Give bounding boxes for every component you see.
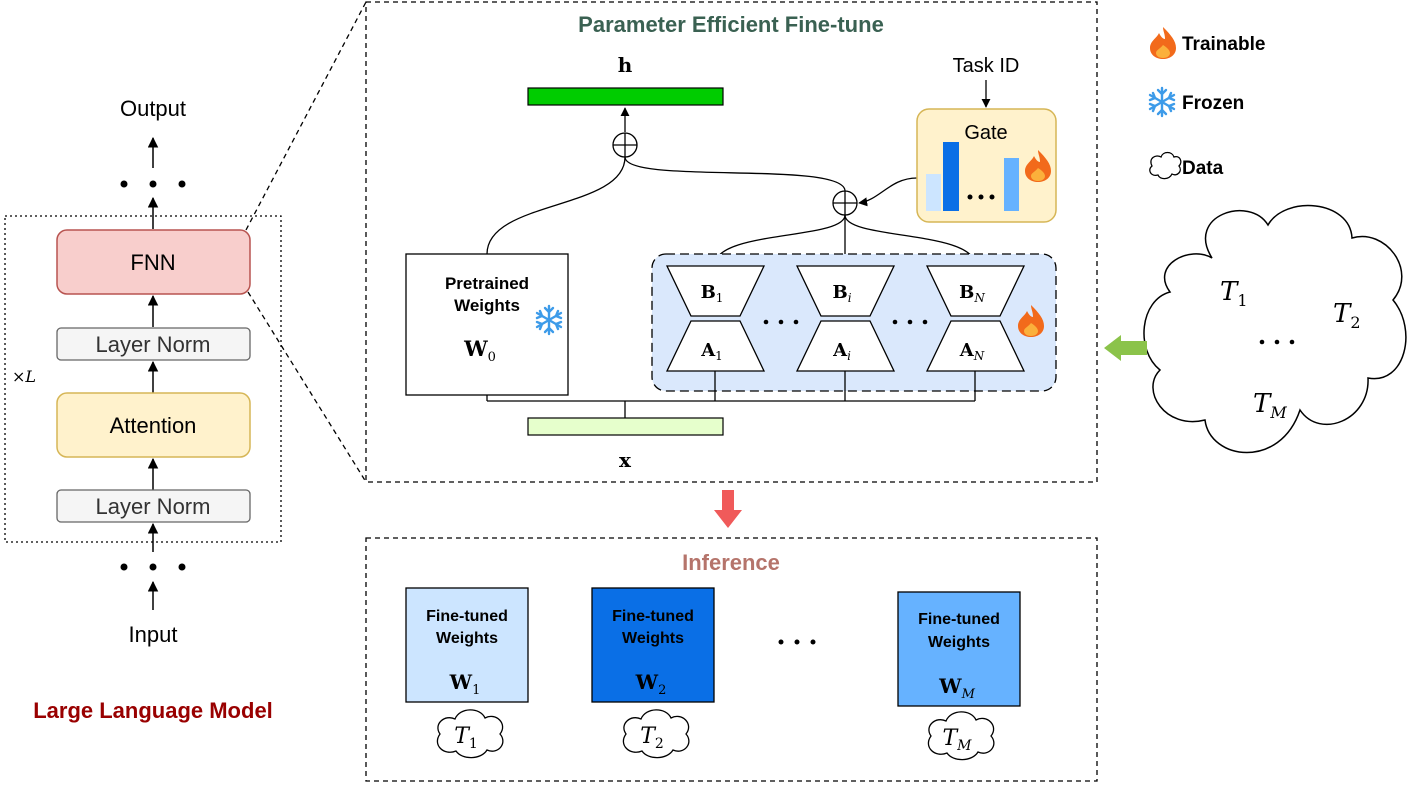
inference-title: Inference <box>682 550 780 575</box>
adapter-1-a-label: A1 <box>700 340 723 363</box>
adapter-n-a-label: AN <box>959 340 985 363</box>
adapter-i: Bi Ai <box>795 265 896 372</box>
adapter-i-a <box>795 320 896 372</box>
legend-cloud-icon <box>1149 151 1182 180</box>
gate-bar-3 <box>1004 158 1019 211</box>
pretrained-line2: Weights <box>454 296 520 315</box>
ellipsis-bottom <box>120 563 186 571</box>
gate-fire-icon <box>1025 150 1051 182</box>
attention-block <box>56 392 251 458</box>
llm-output-label: Output <box>120 96 186 121</box>
card-2-line2: Weights <box>622 630 684 647</box>
gate-bar-1 <box>926 174 941 211</box>
adapter-n-b <box>925 265 1026 317</box>
adapter-i-b <box>795 265 896 317</box>
data-cloud: T1 T2 TM <box>1143 204 1407 454</box>
adapter-n: BN AN <box>925 265 1026 372</box>
gate-ellipsis <box>967 194 995 200</box>
cloud-task-m: TM <box>1253 389 1287 422</box>
card-1-line2: Weights <box>436 630 498 647</box>
gate-bar-2 <box>943 142 959 211</box>
card-m-line2: Weights <box>928 634 990 651</box>
legend-trainable: Trainable <box>1182 34 1265 55</box>
gate-label: Gate <box>964 122 1007 144</box>
repeat-label: ×L <box>12 367 36 386</box>
adapter-fire-icon <box>1018 305 1044 337</box>
adapter-1-b-label: B1 <box>701 282 724 305</box>
cloud-ellipsis <box>1259 339 1295 345</box>
pretrained-symbol: W0 <box>463 336 496 365</box>
attention-label: Attention <box>110 413 197 438</box>
x-label: x <box>619 448 632 472</box>
card-m-line1: Fine-tuned <box>918 611 1000 628</box>
card-m-symbol: WM <box>938 674 975 702</box>
card-1-task-cloud <box>436 709 504 759</box>
inference-panel: Inference Fine-tuned Weights W1 T1 Fine-… <box>365 537 1098 782</box>
data-cloud-shape <box>1143 204 1407 454</box>
x-bar <box>527 417 724 436</box>
h-label: h <box>618 53 633 77</box>
to-inference-arrow <box>714 490 742 528</box>
adapter-1: B1 A1 <box>665 265 766 372</box>
card-2-line1: Fine-tuned <box>612 608 694 625</box>
legend-data: Data <box>1182 158 1224 179</box>
gate-to-sum-arrow <box>858 177 918 207</box>
adapter-i-a-label: Ai <box>832 340 851 363</box>
peft-title: Parameter Efficient Fine-tune <box>578 12 884 37</box>
card-1-line1: Fine-tuned <box>426 608 508 625</box>
task-id-label: Task ID <box>953 55 1020 77</box>
zoom-line-bottom <box>247 291 367 483</box>
adapter-n-b-label: BN <box>959 282 985 305</box>
finetuned-card-2 <box>591 587 715 703</box>
finetuned-card-m <box>897 591 1021 707</box>
card-m-task: TM <box>942 726 972 754</box>
pretrained-snowflake-icon <box>535 304 563 336</box>
adapter-1-b <box>665 265 766 317</box>
peft-panel: Parameter Efficient Fine-tune h Task ID … <box>365 1 1098 483</box>
sum-node-adapters <box>832 190 858 216</box>
adapter-i-b-label: Bi <box>832 282 851 305</box>
card-m-task-cloud <box>927 711 995 761</box>
llm-repeat-frame <box>4 215 282 543</box>
layer-norm-top-block <box>56 327 251 361</box>
inference-ellipsis <box>778 639 816 645</box>
fnn-label: FNN <box>130 250 175 275</box>
ellipsis-top <box>120 180 186 188</box>
finetuned-card-1 <box>405 587 529 703</box>
adapter-n-a <box>925 320 1026 372</box>
layer-norm-bottom-label: Layer Norm <box>96 494 211 519</box>
card-1-symbol: W1 <box>449 670 481 698</box>
h-bar <box>527 87 724 106</box>
card-2-task-cloud <box>622 709 690 759</box>
layer-norm-top-label: Layer Norm <box>96 332 211 357</box>
llm-input-label: Input <box>129 622 178 647</box>
legend-fire-icon <box>1150 27 1176 59</box>
cloud-task-2: T2 <box>1333 299 1361 332</box>
adapter-1-a <box>665 320 766 372</box>
llm-column: Output FNN Layer Norm Attention Layer No… <box>4 96 282 723</box>
layer-norm-bottom-block <box>56 489 251 523</box>
legend-frozen: Frozen <box>1182 93 1244 114</box>
card-1-task: T1 <box>454 724 478 752</box>
pretrained-to-sum-link <box>486 156 626 255</box>
sum-node-top <box>612 132 638 158</box>
peft-frame <box>365 1 1098 483</box>
cloud-task-1: T1 <box>1220 277 1248 310</box>
legend: Trainable Frozen Data <box>1148 27 1265 180</box>
data-flow-arrow <box>1104 335 1147 361</box>
fnn-block <box>56 229 251 295</box>
adapter-ellipsis-1 <box>763 319 799 325</box>
input-bus <box>486 371 976 418</box>
adapter-ellipsis-2 <box>892 319 928 325</box>
card-2-task: T2 <box>640 724 664 752</box>
zoom-line-top <box>245 1 367 231</box>
card-2-symbol: W2 <box>635 670 667 698</box>
legend-snowflake-icon <box>1148 86 1176 118</box>
llm-caption: Large Language Model <box>33 698 273 723</box>
adapter-sum-to-top-link <box>624 156 846 192</box>
pretrained-line1: Pretrained <box>445 274 529 293</box>
